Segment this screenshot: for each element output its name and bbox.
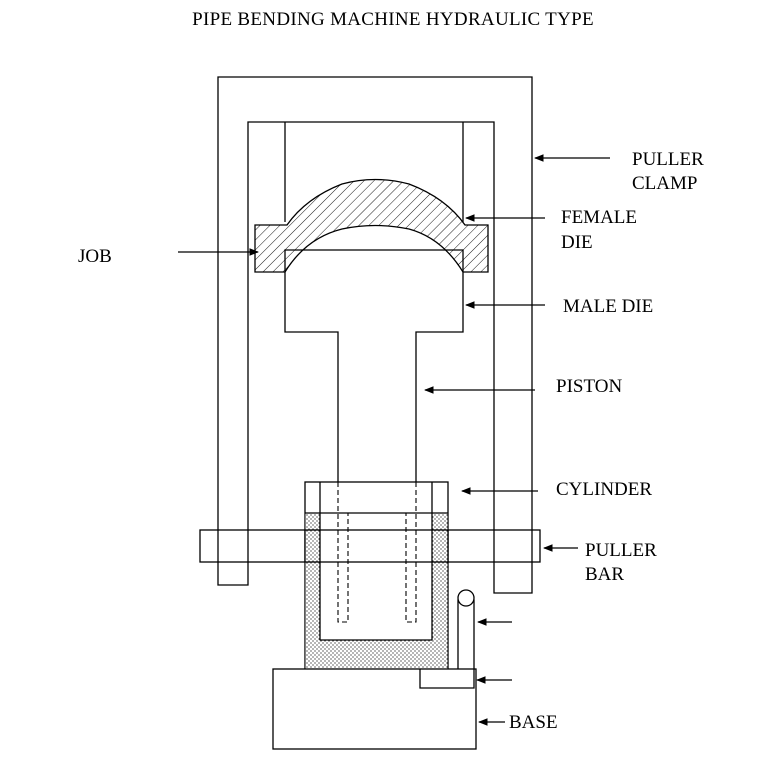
label-female-die-line2: DIE <box>561 232 593 253</box>
label-female-die-line1: FEMALE <box>561 207 637 228</box>
label-piston: PISTON <box>556 376 622 397</box>
pump-lever[interactable] <box>457 599 475 673</box>
label-puller-clamp-line2: CLAMP <box>632 173 697 194</box>
label-male-die: MALE DIE <box>563 296 653 317</box>
label-puller-bar-line1: PULLER <box>585 540 657 561</box>
label-base: BASE <box>509 712 558 733</box>
diagram-title: PIPE BENDING MACHINE HYDRAULIC TYPE <box>192 9 594 30</box>
label-cylinder: CYLINDER <box>556 479 652 500</box>
job-female-die <box>254 178 489 273</box>
piston-hidden-outline <box>320 482 432 623</box>
label-puller-clamp-line1: PULLER <box>632 149 704 170</box>
label-job: JOB <box>78 246 112 267</box>
base <box>272 668 477 750</box>
puller-clamp <box>217 76 533 594</box>
label-puller-bar-line2: BAR <box>585 564 624 585</box>
pump-lever-knob[interactable] <box>457 589 475 607</box>
base-channel <box>419 669 475 689</box>
puller-bar <box>199 529 541 563</box>
